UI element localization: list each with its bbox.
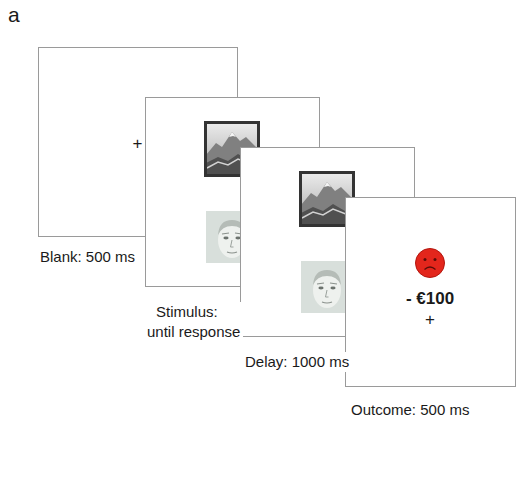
fixation-cross: + bbox=[425, 311, 435, 328]
phase-caption: Delay: 1000 ms bbox=[245, 352, 349, 372]
phase-caption: Stimulus: until response bbox=[147, 302, 243, 342]
panel-letter: a bbox=[8, 3, 20, 26]
outcome-screen: - €100+Outcome: 500 ms bbox=[345, 197, 516, 387]
phase-caption: Outcome: 500 ms bbox=[351, 400, 469, 420]
outcome-amount: - €100 bbox=[406, 290, 454, 309]
fixation-cross: + bbox=[133, 135, 143, 152]
sad-face-icon bbox=[414, 247, 446, 279]
phase-caption: Blank: 500 ms bbox=[40, 247, 135, 267]
